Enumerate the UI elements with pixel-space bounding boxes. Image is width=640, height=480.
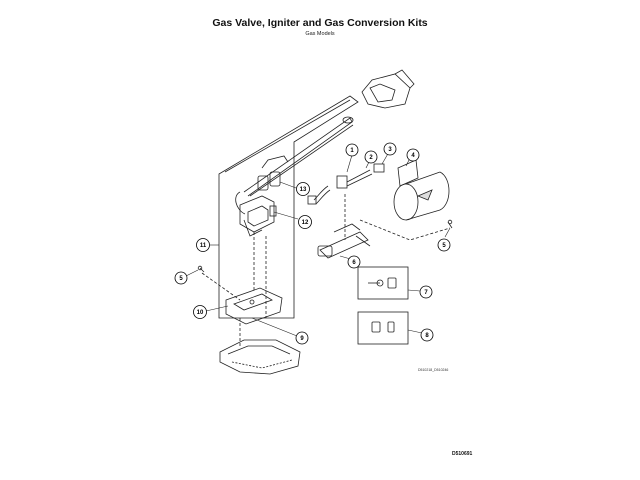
burner-tube bbox=[393, 171, 450, 221]
alignment-lines bbox=[201, 194, 451, 346]
callout-9: 9 bbox=[295, 331, 309, 345]
callout-1-label: 1 bbox=[350, 148, 354, 154]
callout-4: 4 bbox=[406, 148, 420, 162]
callout-11-label: 11 bbox=[200, 243, 207, 249]
leader-lines bbox=[185, 151, 451, 337]
callout-13: 13 bbox=[296, 182, 310, 196]
callout-11: 11 bbox=[196, 238, 210, 252]
callout-5-left-label: 5 bbox=[179, 276, 183, 282]
callout-4-label: 4 bbox=[411, 153, 415, 159]
valve-coils bbox=[257, 155, 289, 191]
callout-9-label: 9 bbox=[300, 336, 304, 342]
callout-3: 3 bbox=[383, 142, 397, 156]
callout-7: 7 bbox=[419, 285, 433, 299]
callout-5-left: 5 bbox=[174, 271, 188, 285]
callout-7-label: 7 bbox=[424, 290, 428, 296]
callout-3-label: 3 bbox=[388, 147, 392, 153]
callout-5-right-label: 5 bbox=[442, 243, 446, 249]
gas-valve bbox=[239, 195, 277, 237]
page-code: D510691 bbox=[452, 451, 473, 457]
callout-6-label: 6 bbox=[352, 260, 356, 266]
screw-right bbox=[447, 219, 453, 229]
igniter-assembly bbox=[317, 223, 371, 259]
housing-fragment-top bbox=[361, 69, 415, 109]
callout-5-right: 5 bbox=[437, 238, 451, 252]
callout-13-label: 13 bbox=[300, 187, 307, 193]
base-pan bbox=[219, 339, 301, 375]
callout-2-label: 2 bbox=[369, 155, 373, 161]
sensor-bracket bbox=[397, 159, 419, 187]
conversion-kit-box-natural bbox=[357, 311, 409, 345]
callout-6: 6 bbox=[347, 255, 361, 269]
callout-12-label: 12 bbox=[302, 220, 309, 226]
callout-8-label: 8 bbox=[425, 333, 429, 339]
screw-left bbox=[197, 265, 205, 273]
illustration-code: D510218_D510246 bbox=[418, 368, 449, 372]
callout-12: 12 bbox=[298, 215, 312, 229]
valve-mounting-bracket bbox=[225, 287, 283, 325]
flame-sensor bbox=[373, 163, 385, 173]
callout-10: 10 bbox=[193, 305, 207, 319]
callout-8: 8 bbox=[420, 328, 434, 342]
wire-harness bbox=[307, 169, 373, 205]
diagram-subtitle: Gas Models bbox=[305, 31, 335, 37]
callout-1: 1 bbox=[345, 143, 359, 157]
callout-10-label: 10 bbox=[197, 310, 204, 316]
conversion-kit-box-lp bbox=[357, 266, 409, 300]
diagram-title: Gas Valve, Igniter and Gas Conversion Ki… bbox=[212, 17, 428, 29]
mounting-bracket-frame bbox=[218, 95, 359, 319]
callout-2: 2 bbox=[364, 150, 378, 164]
gas-pipe bbox=[235, 116, 354, 215]
